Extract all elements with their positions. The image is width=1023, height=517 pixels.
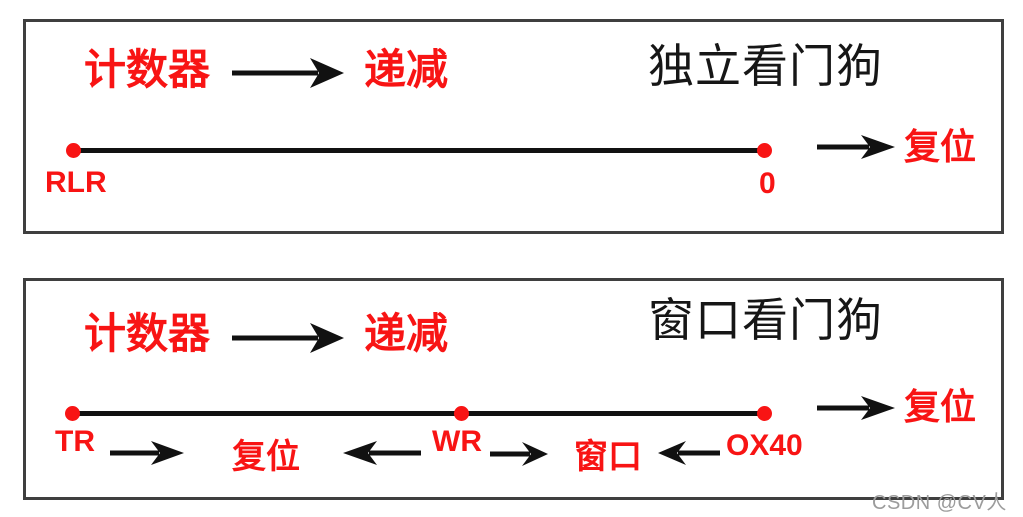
right-arrow-icon [490,442,548,466]
right-arrow-icon [110,441,184,465]
left-arrow-icon [343,441,421,465]
reset-label: 复位 [904,386,977,427]
reset-zone-label: 复位 [232,438,300,476]
line-start-label: TR [55,425,95,458]
timeline-dot-mid [454,406,469,421]
timeline-dot-end [757,143,772,158]
right-arrow-icon [232,323,344,353]
window-watchdog-panel: 计数器 递减 窗口看门狗 TR WR OX40 复位 窗口 复位 [23,278,1004,500]
decrement-label: 递减 [364,46,449,93]
reset-label: 复位 [904,126,977,167]
left-arrow-icon [658,441,720,465]
right-arrow-icon [817,135,895,159]
panel-title: 窗口看门狗 [648,294,883,346]
line-start-label: RLR [45,166,107,199]
line-mid-label: WR [432,425,482,458]
line-end-label: OX40 [726,429,803,462]
counter-label: 计数器 [84,310,211,357]
line-end-label: 0 [759,167,776,200]
decrement-label: 递减 [364,310,449,357]
timeline-dot-start [65,406,80,421]
timeline [72,411,765,416]
panel-title: 独立看门狗 [648,40,883,92]
timeline-dot-end [757,406,772,421]
timeline [73,148,765,153]
timeline-dot-start [66,143,81,158]
right-arrow-icon [232,58,344,88]
csdn-watermark: CSDN @CV人生 [872,492,1007,514]
right-arrow-icon [817,396,895,420]
independent-watchdog-panel: 计数器 递减 独立看门狗 RLR 0 复位 [23,19,1004,234]
counter-label: 计数器 [84,46,211,93]
window-zone-label: 窗口 [574,438,642,476]
